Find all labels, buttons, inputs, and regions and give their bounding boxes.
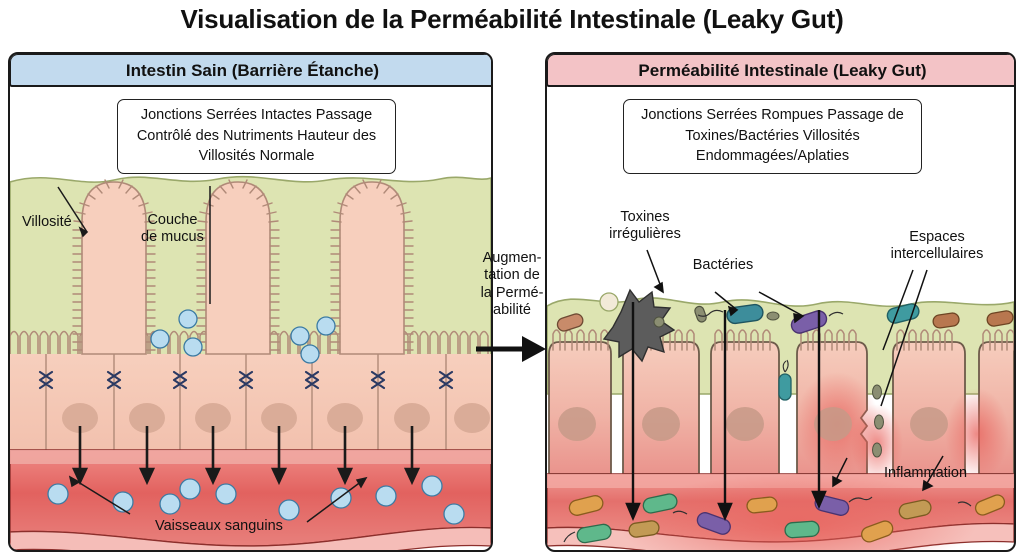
nutrient-arrows-healthy (71, 426, 421, 486)
label-vaisseaux-sanguins: Vaisseaux sanguins (155, 518, 283, 534)
healthy-gut-illustration (10, 54, 491, 550)
bacteria-bloodstream (563, 493, 1006, 544)
leaky-gut-illustration (547, 54, 1014, 550)
transition-arrow-block: Augmen- tation de la Permé- abilité (472, 250, 552, 371)
cell-nuclei-leaky (558, 407, 948, 441)
page-title: Visualisation de la Perméabilité Intesti… (180, 4, 844, 34)
tight-junctions-healthy (38, 370, 454, 390)
villi-microvilli-healthy (72, 179, 414, 351)
panel-header-leaky: Perméabilité Intestinale (Leaky Gut) (547, 54, 1014, 87)
label-inflammation: Inflammation (884, 465, 968, 481)
info-box-leaky: Jonctions Serrées Rompues Passage de Tox… (623, 99, 922, 174)
leader-lines-healthy (57, 186, 368, 523)
leader-lines-leaky (646, 249, 944, 492)
inflammation-glow-cells (795, 372, 1009, 484)
villi-group-healthy (81, 181, 405, 355)
penetration-arrows-leaky (625, 302, 827, 522)
leaky-gut-svg (547, 249, 1014, 550)
label-espaces-intercellulaires: Espaces intercellulaires (890, 229, 984, 263)
info-box-healthy: Jonctions Serrées Intactes Passage Contr… (117, 99, 396, 174)
right-arrow-icon (476, 335, 546, 362)
cell-nuclei-healthy (62, 403, 490, 433)
panel-leaky-gut: Perméabilité Intestinale (Leaky Gut) Jon… (545, 52, 1016, 552)
epithelium-base-healthy (10, 354, 491, 450)
cell-borders-healthy (45, 354, 447, 450)
label-bacteries: Bactéries (692, 257, 754, 273)
label-toxines-irregulieres: Toxines irrégulières (609, 209, 681, 243)
panel-healthy-gut: Intestin Sain (Barrière Étanche) Jonctio… (8, 52, 493, 552)
panel-header-healthy: Intestin Sain (Barrière Étanche) (10, 54, 491, 87)
transition-label: Augmen- tation de la Permé- abilité (480, 250, 544, 319)
toxin-star-icon (602, 288, 676, 363)
label-villosite: Villosité (22, 214, 72, 230)
nutrient-particles-blood (47, 475, 465, 525)
label-couche-de-mucus: Couche de mucus (141, 212, 204, 246)
nutrient-particles-mucus (150, 309, 336, 364)
healthy-gut-svg (10, 175, 491, 550)
bacteria-in-gaps (599, 292, 884, 458)
